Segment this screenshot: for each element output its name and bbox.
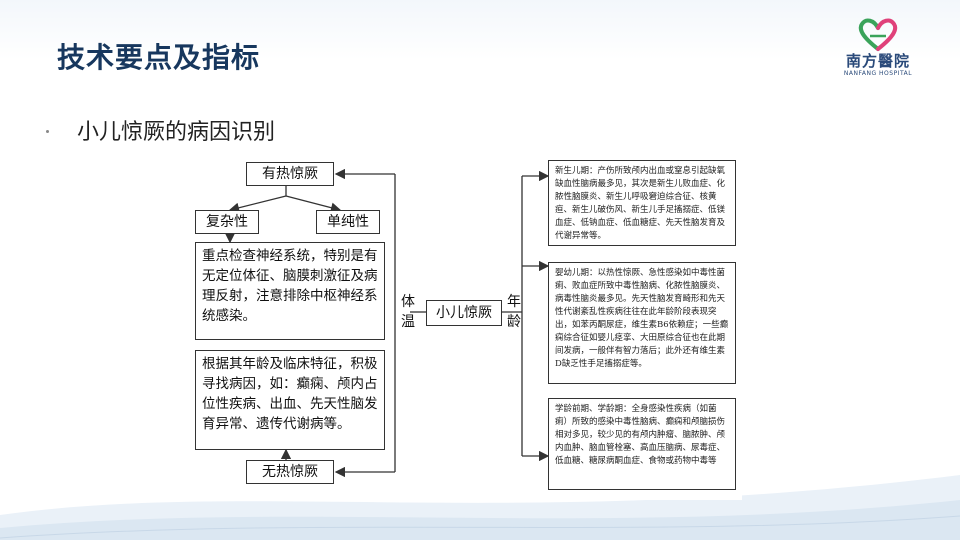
center-box: 小儿惊厥: [426, 300, 502, 326]
page-title: 技术要点及指标: [57, 41, 261, 74]
logo-name: 南方醫院: [845, 52, 910, 70]
simple-box: 单纯性: [316, 210, 380, 234]
neonatal-box: 新生儿期：产伤所致颅内出血或窒息引起缺氧缺血性脑病最多见，其次是新生儿败血症、化…: [548, 160, 736, 246]
logo-subtitle: NANFANG HOSPITAL: [843, 70, 913, 77]
complex-box: 复杂性: [195, 210, 259, 234]
temperature-label: 体温: [401, 294, 415, 330]
hospital-logo: 南方醫院 NANFANG HOSPITAL: [828, 16, 928, 80]
header-background: [0, 0, 960, 60]
fever-convulsion-box: 有热惊厥: [246, 162, 334, 186]
afebrile-cause-note: 根据其年龄及临床特征，积极寻找病因，如：癫痫、颅内占位性疾病、出血、先天性脑发育…: [195, 350, 385, 450]
preschool-box: 学龄前期、学龄期：全身感染性疾病（如菌痢）所致的感染中毒性脑病、癫痫和颅脑损伤相…: [548, 398, 736, 490]
heart-logo-icon: [858, 18, 898, 51]
connector-lines: [224, 168, 550, 478]
afebrile-convulsion-box: 无热惊厥: [246, 460, 334, 484]
bullet-dot: [46, 130, 49, 133]
etiology-diagram: 有热惊厥 复杂性 单纯性 重点检查神经系统，特别是有无定位体征、脑膜刺激征及病理…: [190, 150, 742, 500]
age-label: 年龄: [507, 294, 521, 330]
complex-check-note: 重点检查神经系统，特别是有无定位体征、脑膜刺激征及病理反射，注意排除中枢神经系统…: [195, 242, 385, 340]
section-title: 小儿惊厥的病因识别: [77, 120, 276, 145]
infant-box: 婴幼儿期：以热性惊厥、急性感染如中毒性菌痢、败血症所致中毒性脑病、化脓性脑膜炎、…: [548, 262, 736, 384]
